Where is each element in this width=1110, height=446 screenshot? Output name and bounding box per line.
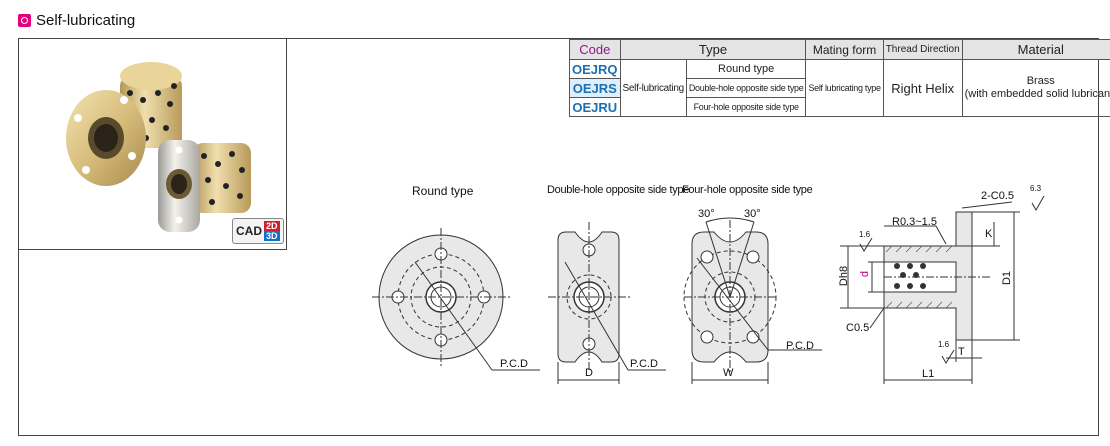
four-hole-title: Four-hole opposite side type xyxy=(682,184,813,196)
double-hole-title: Double-hole opposite side type xyxy=(547,184,690,196)
round-type-drawing xyxy=(372,228,540,371)
thread-cell: Right Helix xyxy=(882,59,963,117)
type-group-cell: Self-lubricating xyxy=(619,59,687,117)
type-round: Round type xyxy=(685,59,807,79)
type-four-hole: Four-hole opposite side type xyxy=(685,97,807,117)
double-hole-drawing xyxy=(548,222,666,384)
dim-k-label: K xyxy=(985,228,993,240)
section-header: Self-lubricating xyxy=(18,12,135,29)
product-photo xyxy=(66,62,251,232)
section-drawing xyxy=(840,195,1045,384)
material-cell: Brass (with embedded solid lubricant) xyxy=(961,59,1110,117)
dim-d-inner-label: d xyxy=(859,270,872,278)
circle-marker-icon xyxy=(18,14,31,27)
material-line2: (with embedded solid lubricant) xyxy=(964,88,1110,100)
angle-label-right: 30° xyxy=(744,208,761,220)
code-oejrs[interactable]: OEJRS xyxy=(569,78,621,98)
dim-d1-label: D1 xyxy=(1001,270,1014,286)
pcd-label-round: P.C.D xyxy=(500,358,528,370)
chamfer-top-label: 2-C0.5 xyxy=(981,190,1015,202)
dim-d-label: D xyxy=(585,367,593,379)
round-bushing-image xyxy=(66,62,182,186)
dim-dh8-label: Dh8 xyxy=(838,265,851,287)
angle-label-left: 30° xyxy=(698,208,715,220)
code-oejrq[interactable]: OEJRQ xyxy=(569,59,621,79)
dim-l1-label: L1 xyxy=(922,368,935,380)
radius-label: R0.3~1.5 xyxy=(892,216,937,228)
product-photo-box xyxy=(18,38,287,250)
spec-table: Code Type Mating form Thread Direction M… xyxy=(569,39,1110,117)
table-row: OEJRU Four-hole opposite side type xyxy=(569,97,1110,117)
code-oejru[interactable]: OEJRU xyxy=(569,97,621,117)
table-row: OEJRQ Self-lubricating Round type Self l… xyxy=(569,59,1110,117)
dim-w-label: W xyxy=(723,367,734,379)
table-header-row: Code Type Mating form Thread Direction M… xyxy=(569,39,1110,60)
double-hole-bushing-image xyxy=(158,140,251,232)
page-title: Self-lubricating xyxy=(36,12,136,29)
header-material: Material xyxy=(961,39,1110,60)
cad-2d-tag[interactable]: 2D xyxy=(264,221,280,231)
round-type-title: Round type xyxy=(412,184,474,198)
dim-t-label: T xyxy=(958,346,965,358)
cad-3d-tag[interactable]: 3D xyxy=(264,231,280,241)
header-code: Code xyxy=(569,39,621,60)
four-hole-drawing xyxy=(683,217,822,384)
table-row: OEJRS Double-hole opposite side type xyxy=(569,78,1110,98)
cad-badge[interactable]: CAD 2D 3D xyxy=(232,218,284,244)
chamfer-c05-label: C0.5 xyxy=(846,322,870,334)
pcd-label-four: P.C.D xyxy=(786,340,814,352)
cad-label: CAD xyxy=(236,224,262,238)
pcd-label-double: P.C.D xyxy=(630,358,658,370)
content-frame xyxy=(18,38,1099,436)
finish-c-label: 1.6 xyxy=(938,340,950,349)
material-line1: Brass xyxy=(1026,75,1055,87)
type-double-hole: Double-hole opposite side type xyxy=(685,78,807,98)
finish-b-label: 1.6 xyxy=(859,230,871,239)
finish-a-label: 6.3 xyxy=(1030,184,1042,193)
mating-cell: Self lubricating type xyxy=(805,59,884,117)
